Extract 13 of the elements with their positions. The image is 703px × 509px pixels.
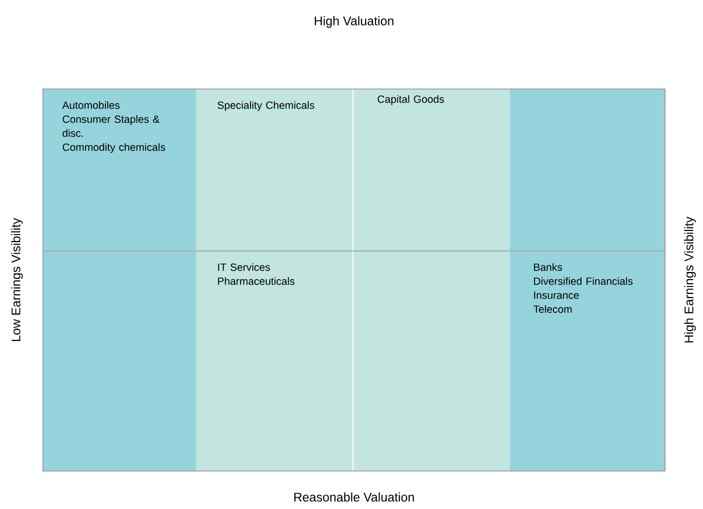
category-cell: Automobiles Consumer Staples & disc. Commodity chemicals <box>43 89 196 251</box>
axis-label: Reasonable Valuation <box>294 492 414 502</box>
category-cell: Banks Diversified Financials Insurance Telecom <box>510 251 665 471</box>
axis-label: High Valuation <box>314 16 394 28</box>
node-label: Speciality Chemicals <box>218 101 314 111</box>
category-cell: Speciality Chemicals <box>196 89 353 251</box>
node-label: Capital Goods <box>378 95 444 105</box>
node-label: IT Services <box>218 263 270 271</box>
axis-label: High Earnings Visibility <box>684 216 696 342</box>
category-cell: Capital Goods <box>353 89 510 251</box>
axis-label: Low Earnings Visibility <box>11 218 23 342</box>
category-cell: IT Services Pharmaceuticals <box>196 251 353 471</box>
node-label: Pharmaceuticals <box>218 277 294 285</box>
